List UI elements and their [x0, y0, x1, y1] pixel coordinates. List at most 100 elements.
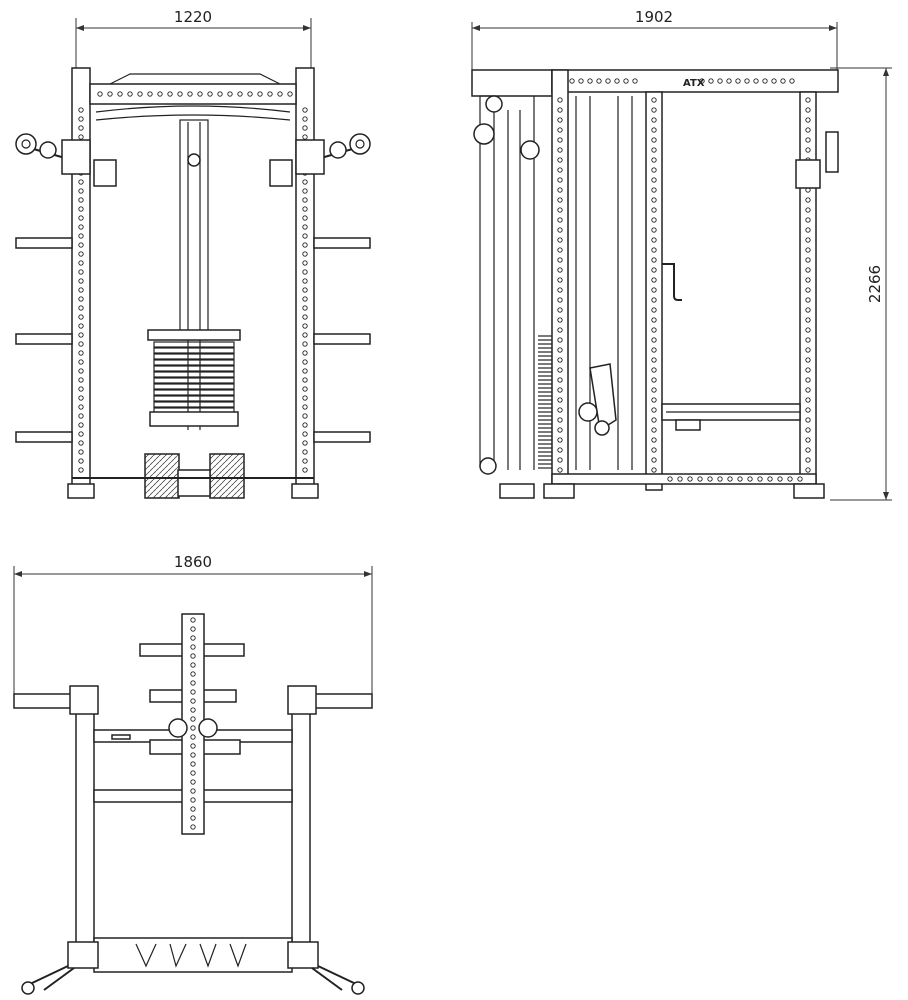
front-right-foot — [291, 483, 319, 499]
weight-stack-top — [147, 329, 241, 341]
base-hole — [687, 476, 693, 482]
weight-plate — [153, 383, 235, 390]
upright-hole — [78, 422, 84, 428]
top-bottom-bracing — [135, 943, 247, 968]
beam-hole — [177, 91, 183, 97]
upright-hole — [557, 357, 563, 363]
front-lower-top-bar — [95, 105, 291, 121]
upright-hole — [302, 287, 308, 293]
front-pulley — [187, 153, 201, 167]
weight-horn — [15, 333, 73, 345]
side-foot-2 — [543, 483, 575, 499]
upright-hole — [557, 447, 563, 453]
upright-hole — [651, 367, 657, 373]
upright-hole — [651, 217, 657, 223]
beam-hole — [614, 78, 620, 84]
upright-hole — [78, 233, 84, 239]
upright-hole — [805, 197, 811, 203]
upright-hole — [302, 188, 308, 194]
upright-hole — [302, 134, 308, 140]
upright-hole — [651, 207, 657, 213]
weight-horn — [15, 237, 73, 249]
base-hole — [777, 476, 783, 482]
column-hole — [190, 734, 196, 740]
upright-hole — [302, 377, 308, 383]
upright-hole — [557, 267, 563, 273]
upright-hole — [78, 413, 84, 419]
upright-hole — [651, 407, 657, 413]
upright-hole — [557, 97, 563, 103]
upright-hole — [805, 367, 811, 373]
upright-hole — [557, 117, 563, 123]
upright-hole — [78, 296, 84, 302]
upright-hole — [651, 177, 657, 183]
upright-hole — [651, 277, 657, 283]
upright-hole — [557, 217, 563, 223]
upright-hole — [651, 447, 657, 453]
upright-hole — [651, 347, 657, 353]
beam-hole — [596, 78, 602, 84]
upright-hole — [78, 359, 84, 365]
column-hole — [190, 635, 196, 641]
side-depth-label: 1902 — [635, 8, 673, 26]
upright-hole — [78, 206, 84, 212]
upright-hole — [302, 458, 308, 464]
upright-hole — [651, 297, 657, 303]
upright-hole — [302, 314, 308, 320]
beam-hole — [117, 91, 123, 97]
upright-hole — [651, 237, 657, 243]
upright-hole — [557, 177, 563, 183]
upright-hole — [78, 287, 84, 293]
upright-hole — [557, 247, 563, 253]
upright-hole — [78, 386, 84, 392]
beam-hole — [277, 91, 283, 97]
upright-hole — [651, 377, 657, 383]
upright-hole — [805, 357, 811, 363]
upright-hole — [78, 395, 84, 401]
upright-hole — [78, 188, 84, 194]
upright-hole — [805, 307, 811, 313]
upright-hole — [302, 422, 308, 428]
top-right-corner-arm — [311, 965, 357, 991]
upright-hole — [302, 440, 308, 446]
side-rear-attachment — [825, 131, 839, 173]
upright-hole — [805, 217, 811, 223]
column-hole — [190, 743, 196, 749]
side-pivot-arm — [589, 363, 617, 432]
column-hole — [190, 698, 196, 704]
upright-hole — [651, 167, 657, 173]
top-width-dimension: 1860 — [13, 553, 373, 700]
pull-up-bar — [109, 73, 281, 85]
base-hole — [757, 476, 763, 482]
base-hole — [707, 476, 713, 482]
upright-hole — [302, 350, 308, 356]
upright-hole — [805, 147, 811, 153]
column-hole — [190, 824, 196, 830]
column-hole — [190, 680, 196, 686]
base-hole — [747, 476, 753, 482]
beam-hole — [708, 78, 714, 84]
beam-hole — [717, 78, 723, 84]
upright-hole — [651, 357, 657, 363]
weight-horn — [313, 431, 371, 443]
upright-hole — [78, 404, 84, 410]
upright-hole — [78, 278, 84, 284]
upright-hole — [805, 347, 811, 353]
base-hole — [787, 476, 793, 482]
weight-plate — [153, 341, 235, 348]
top-right-rail — [291, 689, 311, 959]
upright-hole — [78, 197, 84, 203]
upright-hole — [78, 458, 84, 464]
upright-hole — [805, 117, 811, 123]
base-hole — [737, 476, 743, 482]
beam-hole — [762, 78, 768, 84]
upright-hole — [302, 296, 308, 302]
upright-hole — [557, 417, 563, 423]
upright-hole — [557, 227, 563, 233]
upright-hole — [805, 317, 811, 323]
upright-hole — [302, 116, 308, 122]
column-hole — [190, 671, 196, 677]
upright-hole — [557, 457, 563, 463]
side-foot-3 — [793, 483, 825, 499]
